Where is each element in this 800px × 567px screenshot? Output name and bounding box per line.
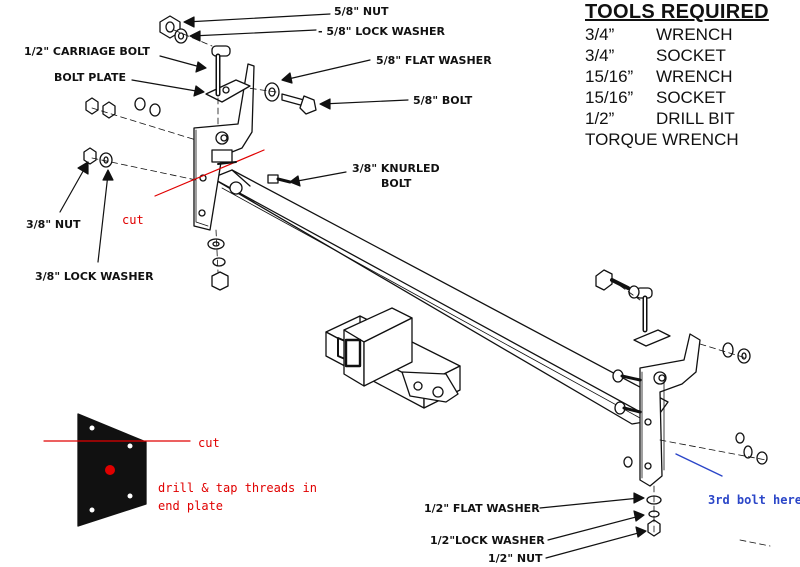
tool-size: 15/16”	[585, 67, 634, 86]
flat-washer-58	[264, 82, 280, 102]
annotation-drill-line1: drill & tap threads in	[158, 481, 317, 495]
tool-size: 3/4”	[585, 25, 615, 44]
tool-name: SOCKET	[656, 46, 726, 65]
right-top-bolt	[595, 269, 640, 299]
label-knurled-bolt-line1: 3/8" KNURLED	[352, 162, 440, 175]
tool-size: 1/2”	[585, 109, 615, 128]
leader-arrows	[59, 13, 647, 559]
right-bottom-hardware	[646, 495, 662, 537]
bolt-plate	[205, 79, 251, 103]
tool-row: 3/4” SOCKET	[585, 45, 769, 66]
label-lock-washer-38: 3/8" LOCK WASHER	[35, 270, 154, 283]
lock-washer-58-top	[174, 28, 188, 44]
left-nuts-stack	[83, 97, 161, 168]
third-bolt-line	[675, 453, 723, 477]
left-side-bracket	[193, 63, 255, 231]
cut-line-top	[154, 149, 265, 197]
tools-list: 3/4” WRENCH 3/4” SOCKET 15/16” WRENCH 15/16” SO…	[585, 24, 769, 129]
label-flat-washer-12: 1/2" FLAT WASHER	[424, 502, 540, 515]
left-bottom-hardware	[207, 238, 229, 291]
tool-name: WRENCH	[656, 25, 733, 44]
knurled-bolt	[229, 174, 292, 195]
tool-name: DRILL BIT	[656, 109, 735, 128]
label-nut-58: 5/8" NUT	[334, 5, 389, 18]
tools-title: TOOLS REQUIRED	[585, 1, 769, 23]
label-nut-12: 1/2" NUT	[488, 552, 543, 565]
right-bolt-plate	[633, 329, 671, 347]
annotation-third-bolt: 3rd bolt here	[708, 493, 800, 507]
right-carriage-bolt	[635, 287, 653, 333]
drill-hole-dot	[105, 465, 115, 475]
tool-row: 3/4” WRENCH	[585, 24, 769, 45]
tool-row: 15/16” SOCKET	[585, 87, 769, 108]
right-side-bracket	[639, 333, 701, 487]
tool-size: 3/4”	[585, 46, 615, 65]
label-bolt-58: 5/8" BOLT	[413, 94, 473, 107]
tool-name: SOCKET	[656, 88, 726, 107]
label-knurled-bolt-line2: BOLT	[381, 177, 412, 190]
annotation-cut-plate: cut	[198, 436, 220, 450]
label-flat-washer-58: 5/8" FLAT WASHER	[376, 54, 492, 67]
label-nut-38: 3/8" NUT	[26, 218, 81, 231]
label-carriage-bolt: 1/2" CARRIAGE BOLT	[24, 45, 150, 58]
carriage-bolt-left	[211, 45, 231, 97]
right-knurled-bolts	[612, 369, 642, 468]
tool-torque-wrench-label: TORQUE WRENCH	[585, 130, 739, 149]
tool-torque-wrench: TORQUE WRENCH	[585, 129, 769, 150]
tool-name: WRENCH	[656, 67, 733, 86]
label-bolt-plate: BOLT PLATE	[54, 71, 127, 84]
safety-chain-bracket	[401, 371, 459, 403]
receiver-collar	[343, 307, 413, 387]
label-lock-washer-12: 1/2"LOCK WASHER	[430, 534, 545, 547]
cut-line-top-black	[217, 161, 237, 165]
tool-row: 15/16” WRENCH	[585, 66, 769, 87]
bolt-58	[281, 93, 317, 115]
tool-size: 15/16”	[585, 88, 634, 107]
right-outer-hardware	[722, 342, 768, 465]
tool-row: 1/2” DRILL BIT	[585, 108, 769, 129]
annotation-cut-top: cut	[122, 213, 144, 227]
annotation-drill-line2: end plate	[158, 499, 224, 513]
label-lock-washer-58: - 5/8" LOCK WASHER	[318, 25, 445, 38]
annotation-marks	[43, 149, 723, 477]
